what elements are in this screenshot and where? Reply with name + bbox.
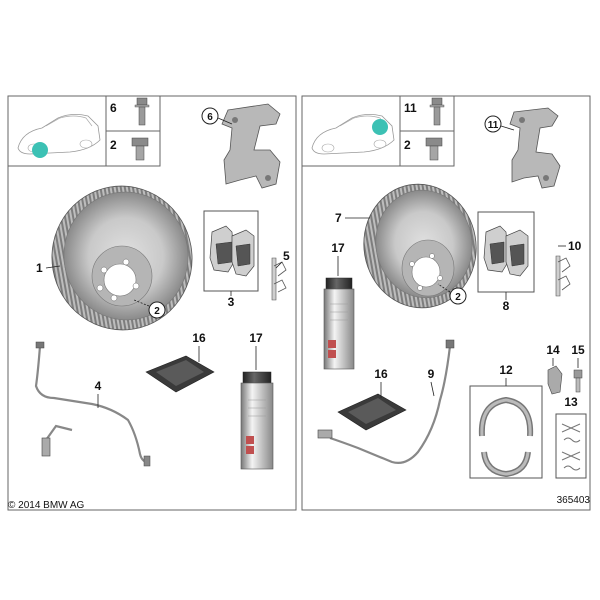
rear-vehicle-thumbnail [301, 95, 401, 167]
front-pad-set-label: 3 [228, 295, 235, 309]
rear-spray-can [323, 277, 355, 370]
rear-lever [547, 365, 563, 395]
front-wear-sensor-label: 4 [95, 379, 102, 393]
rear-lever-label: 14 [546, 343, 560, 357]
front-clip-set [271, 257, 287, 301]
rear-pad-set-label: 8 [503, 299, 510, 313]
rear-brake-shoes-label: 12 [499, 363, 513, 377]
carrier-bolt-icon [134, 97, 150, 126]
rear-disc-label: 7 [335, 211, 342, 225]
rear-bolt-carrier-label: 11 [404, 101, 417, 115]
rear-pad-set [477, 211, 535, 293]
guide-bolt-icon [131, 137, 149, 161]
copyright-text: © 2014 BMW AG [8, 500, 85, 511]
front-clip-set-label: 5 [283, 249, 290, 263]
front-paste-sachet [145, 355, 215, 393]
rear-location-marker [372, 119, 388, 135]
rear-guide-bolt-icon [425, 137, 443, 161]
front-wear-sensor [34, 341, 151, 467]
rear-adjuster [573, 369, 583, 393]
front-bolt-carrier-label: 6 [110, 101, 117, 115]
rear-clip-set [555, 255, 571, 297]
rear-spray-can-label: 17 [331, 241, 345, 255]
front-caliper-carrier [221, 103, 281, 189]
front-panel: 6 2 6 [7, 95, 297, 511]
rear-brake-disc [363, 183, 477, 309]
rear-adjuster-label: 15 [571, 343, 585, 357]
rear-spring-set-label: 13 [564, 395, 578, 409]
front-brake-disc [51, 185, 193, 331]
front-bolt-small-row-label: 2 [110, 138, 117, 152]
front-bolt-cells: 6 2 [105, 95, 161, 167]
rear-paste-sachet [337, 393, 407, 431]
front-spray-can-label: 17 [249, 331, 263, 345]
front-disc-label: 1 [36, 261, 43, 275]
rear-wear-sensor [317, 339, 455, 464]
rear-spring-set [555, 413, 587, 479]
rear-disc-bolt-label: 2 [455, 292, 461, 303]
rear-carrier-bolt-icon [429, 97, 445, 126]
front-spray-can [240, 371, 274, 470]
diagram-id-text: 365403 [557, 495, 591, 506]
front-disc-bolt-label: 2 [154, 306, 160, 317]
rear-paste-sachet-label: 16 [374, 367, 388, 381]
rear-bolt-cells: 11 2 [399, 95, 455, 167]
rear-caliper-carrier-label: 11 [488, 120, 499, 131]
rear-clip-set-label: 10 [568, 239, 582, 253]
rear-bolt-small-row-label: 2 [404, 138, 411, 152]
front-location-marker [32, 142, 48, 158]
rear-panel: 11 2 11 [301, 95, 591, 511]
rear-caliper-carrier [509, 107, 561, 189]
rear-wear-sensor-label: 9 [428, 367, 435, 381]
rear-brake-shoes [469, 385, 543, 479]
front-paste-sachet-label: 16 [192, 331, 206, 345]
front-pad-set [203, 210, 259, 292]
front-vehicle-thumbnail [7, 95, 107, 167]
front-caliper-carrier-label: 6 [207, 112, 213, 123]
